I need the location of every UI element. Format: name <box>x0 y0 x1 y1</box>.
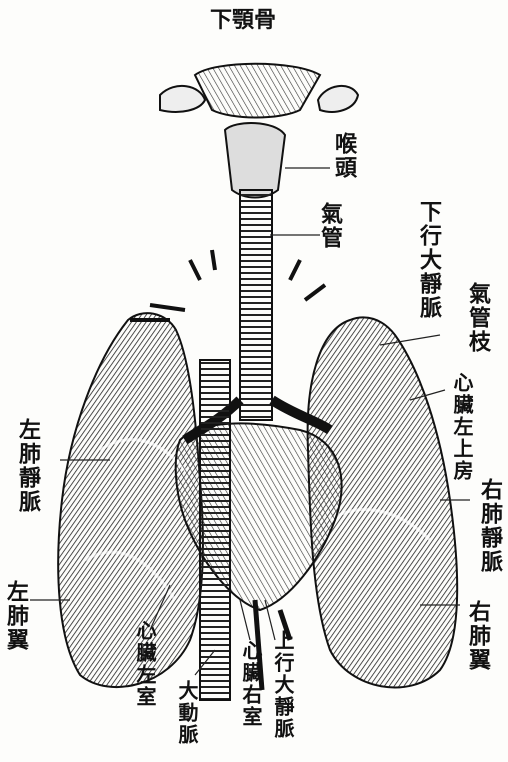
label-left-lung: 左肺翼 <box>4 580 28 652</box>
label-right-ventricle: 心臟右室 <box>240 640 262 728</box>
label-left-atrium: 心臟左上房 <box>451 372 473 482</box>
label-larynx: 喉頭 <box>332 132 356 180</box>
trachea <box>240 190 272 420</box>
mandible <box>195 64 320 118</box>
hyoid-right-horn <box>318 86 358 112</box>
label-svc: 下行大靜脈 <box>417 200 441 320</box>
label-left-pulm-vein: 左肺靜脈 <box>16 418 40 514</box>
label-aorta: 大動脈 <box>176 680 198 746</box>
upper-vessels <box>130 250 325 320</box>
hyoid-left-horn <box>160 86 205 112</box>
label-ivc: 上行大靜脈 <box>272 630 294 740</box>
larynx <box>225 123 285 197</box>
label-hyoid: 下顎骨 <box>210 8 276 32</box>
label-bronchus: 氣管枝 <box>466 282 490 354</box>
label-trachea: 氣管 <box>318 202 342 250</box>
aorta <box>200 360 230 700</box>
label-right-lung: 右肺翼 <box>466 600 490 672</box>
label-left-ventricle: 心臟左室 <box>134 620 156 708</box>
label-right-pulm-vein: 右肺靜脈 <box>478 478 502 574</box>
